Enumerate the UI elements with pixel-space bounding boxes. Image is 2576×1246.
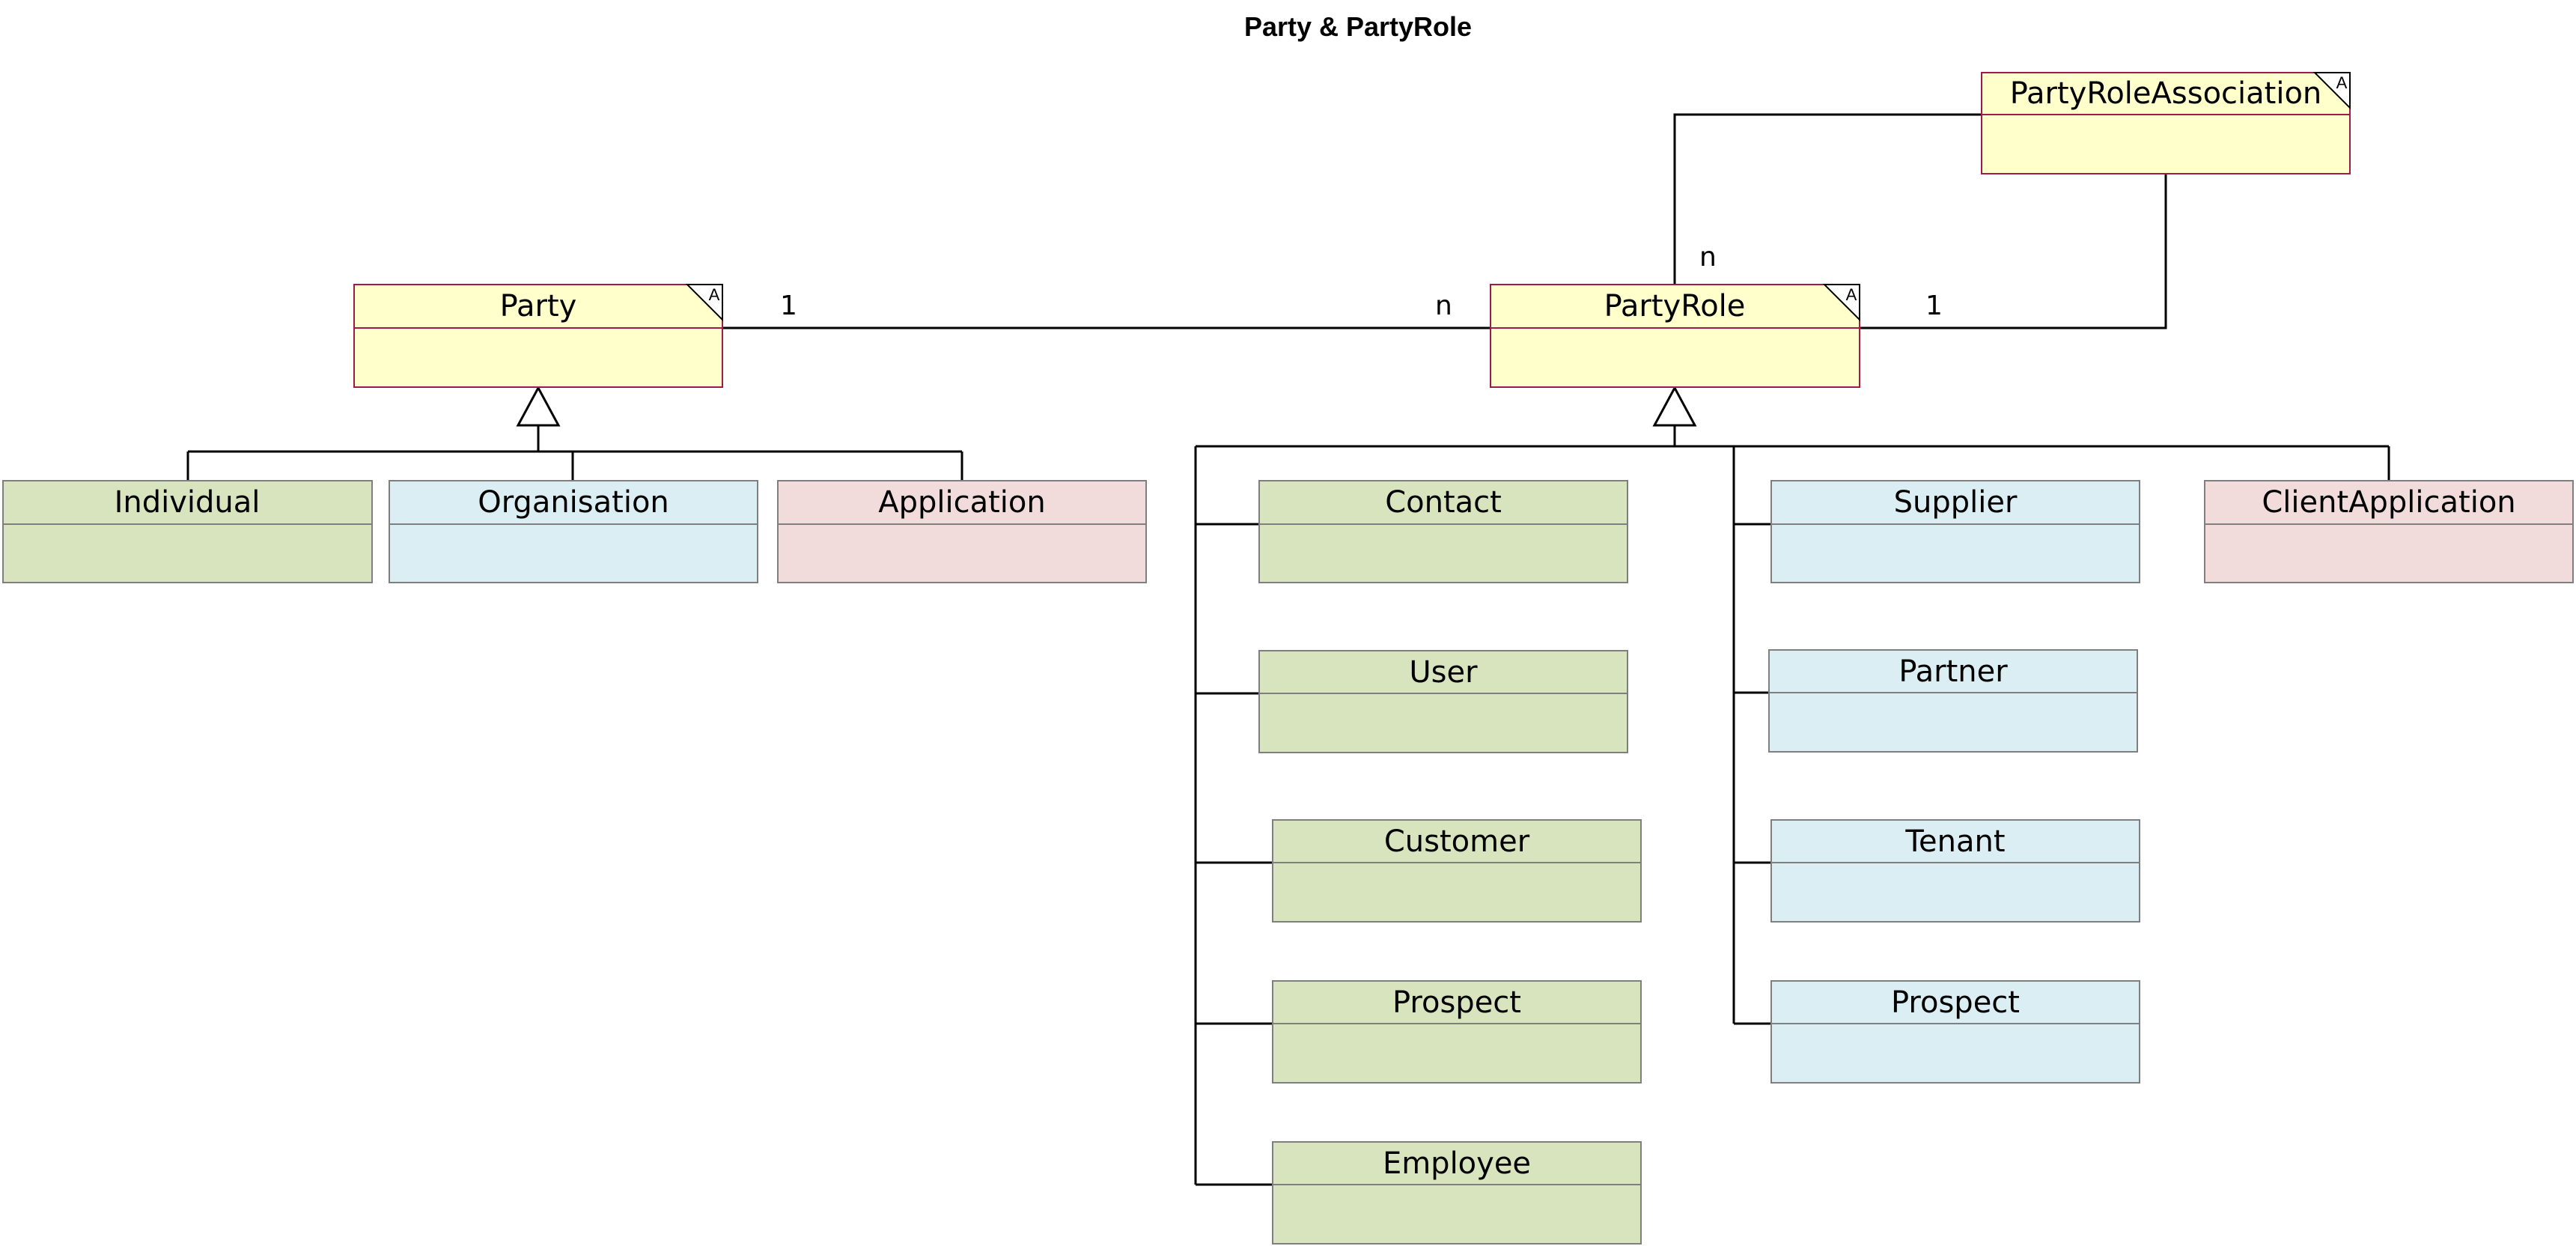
class-name-individual: Individual: [115, 485, 261, 520]
class-partyroleassociation[interactable]: PartyRoleAssociation A: [1981, 72, 2351, 174]
party-multiplicity: 1: [780, 291, 797, 321]
connectors: [186, 113, 2390, 1186]
abstract-marker-icon: A: [2312, 72, 2351, 110]
class-supplier[interactable]: Supplier: [1770, 480, 2140, 583]
abstract-marker-icon: A: [685, 284, 723, 322]
class-tenant[interactable]: Tenant: [1770, 819, 2140, 923]
class-name-clientapplication: ClientApplication: [2262, 485, 2515, 520]
class-clientapplication[interactable]: ClientApplication: [2204, 480, 2574, 583]
svg-text:A: A: [2336, 73, 2348, 92]
class-name-user: User: [1409, 655, 1478, 690]
class-name-organisation: Organisation: [478, 485, 669, 520]
class-party[interactable]: Party A: [353, 284, 723, 388]
class-partner[interactable]: Partner: [1768, 649, 2138, 753]
class-application[interactable]: Application: [777, 480, 1147, 583]
class-prospect-organisation[interactable]: Prospect: [1770, 980, 2140, 1084]
partyrole-top-multiplicity: n: [1699, 242, 1717, 273]
class-name-contact: Contact: [1385, 485, 1502, 520]
class-name-partyrole: PartyRole: [1604, 289, 1746, 323]
class-name-supplier: Supplier: [1894, 485, 2018, 520]
svg-text:A: A: [1846, 285, 1857, 304]
class-name-customer: Customer: [1384, 824, 1530, 859]
class-name-tenant: Tenant: [1904, 824, 2005, 859]
class-partyrole[interactable]: PartyRole A: [1490, 284, 1860, 388]
class-user[interactable]: User: [1258, 650, 1628, 753]
class-employee[interactable]: Employee: [1272, 1141, 1642, 1245]
diagram-title: Party & PartyRole: [1244, 11, 1472, 42]
party-generalization-arrow: [516, 385, 561, 427]
class-name-partyroleassociation: PartyRoleAssociation: [2010, 76, 2322, 111]
class-contact[interactable]: Contact: [1258, 480, 1628, 583]
association-partyrole-right: [1860, 174, 2167, 329]
class-name-prospect-individual: Prospect: [1392, 985, 1521, 1020]
class-name-prospect-organisation: Prospect: [1891, 985, 2020, 1020]
class-name-employee: Employee: [1383, 1146, 1531, 1181]
class-prospect-individual[interactable]: Prospect: [1272, 980, 1642, 1084]
class-name-party: Party: [500, 289, 577, 323]
class-individual[interactable]: Individual: [2, 480, 373, 583]
class-customer[interactable]: Customer: [1272, 819, 1642, 923]
class-name-partner: Partner: [1898, 654, 2008, 689]
class-name-application: Application: [878, 485, 1046, 520]
partyrole-generalization-arrow: [1652, 385, 1697, 427]
association-partyrole-top: [1673, 113, 1982, 285]
abstract-marker-icon: A: [1822, 284, 1860, 322]
partyrole-left-multiplicity: n: [1435, 291, 1452, 321]
partyrole-right-multiplicity: 1: [1925, 291, 1943, 321]
class-organisation[interactable]: Organisation: [389, 480, 758, 583]
svg-text:A: A: [709, 285, 720, 304]
